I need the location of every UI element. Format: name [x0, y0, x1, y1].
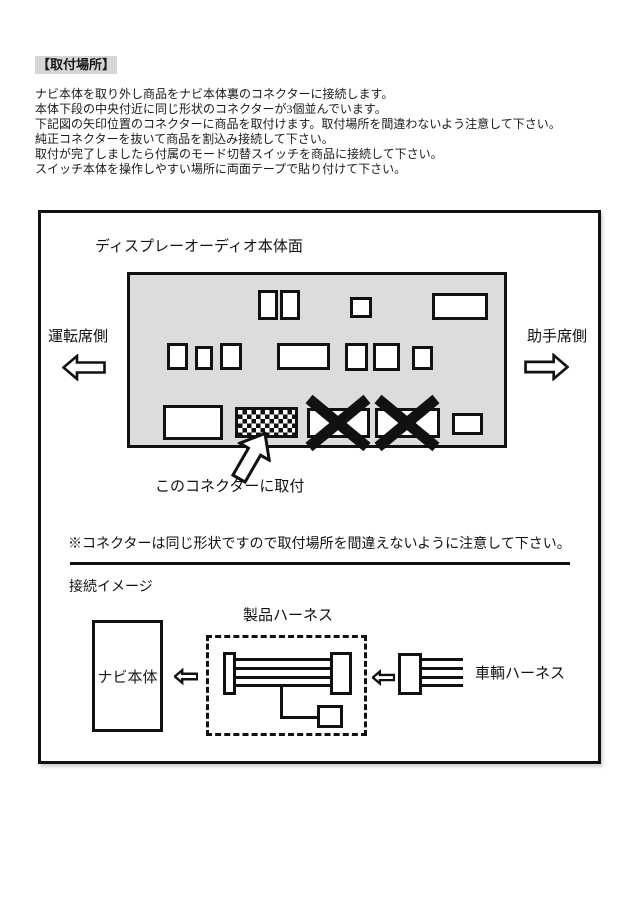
left-block-arrow-icon	[174, 667, 198, 686]
driver-side-label: 運転席側	[48, 328, 109, 345]
connector	[280, 290, 300, 320]
vehicle-harness-label: 車輌ハーネス	[475, 665, 566, 682]
connector	[163, 405, 223, 440]
x-mark-icon	[374, 394, 440, 452]
harness-plug	[330, 652, 352, 695]
caution-note: ※コネクターは同じ形状ですので取付場所を間違えないように注意して下さい。	[68, 535, 571, 551]
right-block-arrow-icon	[524, 353, 569, 381]
harness-wire	[235, 667, 330, 670]
connector	[350, 297, 372, 318]
connector	[412, 346, 433, 370]
passenger-side-label: 助手席側	[527, 328, 588, 345]
nav-unit-label: ナビ本体	[97, 668, 158, 686]
audio-unit-rear-panel	[127, 272, 507, 452]
harness-plug	[223, 652, 236, 695]
connector	[258, 290, 278, 320]
mode-switch-box	[317, 705, 343, 728]
connector	[220, 343, 242, 370]
instruction-list: ナビ本体を取り外し商品をナビ本体裏のコネクターに接続します。 本体下段の中央付近…	[35, 87, 605, 177]
instruction-line: 純正コネクターを抜いて商品を割込み接続して下さい。	[35, 132, 334, 146]
connector	[432, 293, 488, 320]
harness-wire	[235, 676, 330, 679]
vehicle-harness-wire	[422, 658, 463, 661]
up-right-block-arrow-icon	[230, 431, 272, 485]
attach-here-label: このコネクターに取付	[155, 478, 305, 495]
connector	[195, 346, 213, 370]
instruction-line: ナビ本体を取り外し商品をナビ本体裏のコネクターに接続します。	[35, 87, 394, 101]
connector	[277, 343, 330, 370]
switch-lead-wire	[280, 716, 320, 719]
instruction-line: 下記図の矢印位置のコネクターに商品を取付けます。取付場所を間違わないよう注意して…	[35, 117, 561, 131]
section-header: 【取付場所】	[35, 56, 118, 74]
x-mark-icon	[305, 394, 371, 452]
unit-face-title: ディスプレーオーディオ本体面	[95, 238, 303, 255]
left-block-arrow-icon	[62, 354, 106, 381]
harness-wire	[235, 658, 330, 661]
diagram-frame: ディスプレーオーディオ本体面 運転席側	[38, 210, 601, 764]
left-block-arrow-icon	[372, 668, 395, 687]
instruction-line: スイッチ本体を操作しやすい場所に両面テープで貼り付けて下さい。	[35, 162, 407, 176]
product-harness-box	[206, 635, 367, 736]
connection-section-title: 接続イメージ	[69, 578, 153, 594]
instruction-line: 本体下段の中央付近に同じ形状のコネクターが3個並んでいます。	[35, 102, 387, 116]
switch-lead-wire	[280, 685, 283, 719]
connector	[373, 343, 400, 371]
product-harness-label: 製品ハーネス	[243, 607, 334, 624]
connector	[452, 413, 483, 435]
vehicle-harness-wire	[422, 676, 463, 679]
connector	[167, 343, 188, 370]
vehicle-harness-wire	[422, 667, 463, 670]
vehicle-harness-wire	[422, 684, 463, 687]
connector	[345, 343, 368, 371]
target-connector	[235, 407, 298, 438]
vehicle-harness-plug	[398, 653, 422, 695]
section-divider	[70, 562, 570, 565]
nav-unit-box: ナビ本体	[92, 620, 163, 732]
instruction-line: 取付が完了しましたら付属のモード切替スイッチを商品に接続して下さい。	[35, 147, 443, 161]
